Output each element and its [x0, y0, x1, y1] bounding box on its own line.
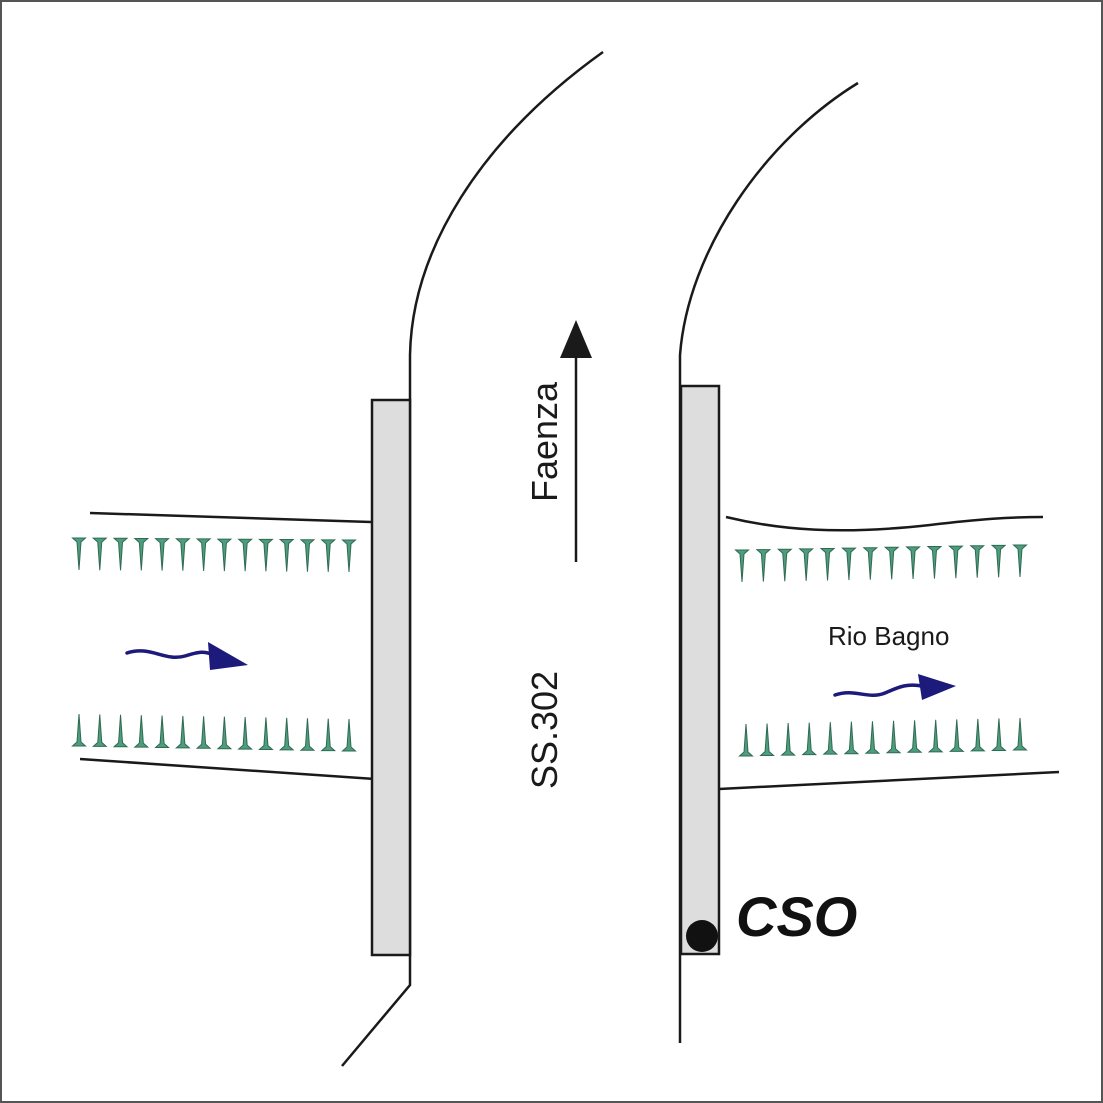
grass-tuft-icon	[905, 546, 921, 579]
road-east-edge	[678, 81, 859, 1043]
grass-tuft-icon	[91, 714, 108, 747]
road-west-edge	[341, 50, 604, 1067]
grass-tuft-icon	[278, 717, 295, 751]
grass-tuft-icon	[195, 716, 212, 749]
grass-tuft-icon	[133, 715, 150, 748]
grass-tuft-icon	[320, 539, 337, 572]
flow-arrowhead-icon	[208, 642, 248, 670]
direction-label: Faenza	[524, 381, 565, 502]
grass-tuft-icon	[990, 544, 1007, 578]
grass-tuft-icon	[970, 718, 986, 752]
grass-tuft-icon	[175, 715, 191, 749]
grass-tuft-icon	[885, 720, 902, 754]
grass-tuft-icon	[927, 719, 944, 753]
grass-tuft-icon	[948, 545, 964, 579]
grass-tuft-icon	[175, 538, 191, 571]
grass-tuft-icon	[216, 716, 233, 750]
grass-tuft-icon	[798, 548, 814, 581]
grass-tuft-icon	[780, 723, 796, 756]
grass-tuft-icon	[776, 548, 793, 582]
grass-tuft-icon	[755, 549, 772, 582]
bridge-parapet-east	[679, 384, 721, 956]
grass-tuft-icon	[258, 538, 274, 572]
wavy-flow-icon	[833, 683, 924, 698]
grass-tuft-icon	[237, 717, 253, 750]
river-banks	[79, 511, 1060, 791]
wavy-flow-icon	[125, 649, 217, 659]
flow-arrow-west	[125, 642, 248, 670]
river-bank-ne	[725, 515, 1044, 532]
grass-tuft-icon	[278, 539, 295, 572]
grass-tuft-icon	[71, 713, 87, 747]
grass-tuft-icon	[133, 537, 150, 571]
grass-tuft-icon	[906, 720, 923, 753]
grass-tuft-icon	[991, 718, 1007, 751]
grass-tuft-icon	[734, 549, 750, 583]
grass-tuft-icon	[841, 547, 857, 581]
grass-tuft-icon	[299, 539, 316, 572]
road-label: SS.302	[524, 671, 565, 789]
grass-tuft-icon	[926, 546, 943, 579]
grass-tuft-icon	[843, 721, 860, 755]
road	[341, 50, 859, 1067]
grass-tuft-icon	[91, 537, 108, 571]
grass-tuft-icon	[341, 539, 357, 573]
grass-tuft-icon	[299, 718, 316, 751]
grass-tuft-icon	[864, 721, 881, 754]
grass-tuft-icon	[154, 715, 170, 749]
grass-tuft-icon	[112, 714, 129, 748]
vegetation	[71, 537, 1028, 757]
grass-tuft-icon	[883, 546, 900, 580]
grass-tuft-icon	[341, 718, 357, 752]
river-bank-se	[718, 770, 1060, 791]
grass-tuft-icon	[320, 718, 337, 752]
grass-tuft-icon	[237, 538, 253, 572]
grass-tuft-icon	[948, 719, 965, 752]
grass-tuft-icon	[71, 537, 87, 571]
cso-marker-icon	[686, 920, 718, 952]
grass-tuft-icon	[819, 547, 836, 581]
grass-tuft-icon	[1012, 717, 1028, 751]
river-bank-sw	[79, 757, 376, 781]
grass-tuft-icon	[1012, 544, 1028, 578]
grass-tuft-icon	[759, 723, 775, 757]
river-bank-nw	[89, 511, 372, 524]
flow-arrowhead-icon	[918, 674, 956, 700]
grass-tuft-icon	[822, 722, 839, 755]
grass-tuft-icon	[801, 722, 818, 756]
grass-tuft-icon	[216, 538, 233, 572]
grass-tuft-icon	[969, 545, 986, 578]
river-label: Rio Bagno	[828, 621, 949, 651]
grass-tuft-icon	[258, 717, 274, 750]
grass-tuft-icon	[112, 537, 129, 571]
north-arrow-icon	[560, 320, 592, 358]
direction-arrow	[560, 320, 592, 562]
grass-tuft-icon	[738, 723, 754, 757]
flow-arrow-east	[833, 674, 956, 700]
grass-tuft-icon	[195, 538, 212, 571]
cso-label: CSO	[736, 885, 857, 948]
bridge-parapet-west	[370, 398, 412, 957]
grass-tuft-icon	[862, 547, 879, 580]
grass-tuft-icon	[154, 538, 170, 571]
